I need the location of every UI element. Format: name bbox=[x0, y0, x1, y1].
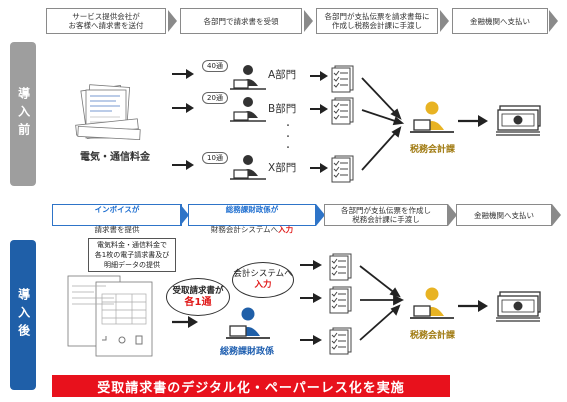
money-icon-after bbox=[496, 291, 541, 322]
after-step-3: 各部門が支払伝票を作成し 税務会計課に手渡し bbox=[324, 204, 448, 226]
tax-section-label-after: 税務会計課 bbox=[410, 331, 456, 341]
badge-count-a: 40通 bbox=[202, 60, 228, 72]
converge-arrows-after bbox=[359, 265, 404, 341]
payment-slip-icon-after-3 bbox=[329, 327, 352, 355]
after-step-2: 総務課財政係が 財務会計システムへ入力 bbox=[188, 204, 316, 234]
department-a-label: A部門 bbox=[268, 69, 297, 81]
arrow-tax-to-money-before bbox=[458, 115, 488, 127]
arrow-a-to-slip bbox=[310, 71, 328, 81]
arrow-b-to-slip bbox=[310, 104, 328, 114]
utility-fee-label: 電気・通信料金 bbox=[80, 152, 150, 163]
before-step-1: サービス提供会社が お客様へ請求書を送付 bbox=[46, 8, 166, 34]
badge-count-b: 20通 bbox=[202, 92, 228, 104]
e-invoice-note: 電気料金・通信料金で 各1枚の電子請求書及び 明細データの提供 bbox=[88, 238, 176, 272]
before-step-3: 各部門が支払伝票を請求書毎に 作成し税務会計課に手渡し bbox=[316, 8, 438, 34]
arrow-to-x bbox=[172, 160, 194, 170]
worker-icon-a bbox=[230, 65, 266, 90]
badge-count-x: 10通 bbox=[202, 152, 228, 164]
payment-slip-icon-a bbox=[331, 65, 354, 93]
tax-section-label-before: 税務会計課 bbox=[410, 145, 456, 155]
after-chevron-2 bbox=[316, 204, 325, 226]
after-step-4: 金融機関へ支払い bbox=[456, 204, 552, 226]
invoice-count-bubble: 受取請求書が 各1通 bbox=[166, 278, 230, 316]
tax-section-worker-icon-after bbox=[410, 287, 454, 319]
after-step-1-prefix: インボイスが bbox=[94, 205, 140, 214]
system-input-bubble: 会計システムへ 入力 bbox=[232, 262, 294, 298]
after-step-2-red: 入力 bbox=[278, 225, 294, 234]
arrow-to-slip-2 bbox=[300, 293, 322, 303]
before-section-label: 導入前 bbox=[10, 42, 36, 186]
worker-icon-b bbox=[230, 97, 266, 122]
after-chevron-3 bbox=[448, 204, 457, 226]
e-invoice-note-text: 電気料金・通信料金で 各1枚の電子請求書及び 明細データの提供 bbox=[94, 241, 170, 269]
arrow-x-to-slip bbox=[310, 163, 328, 173]
arrow-to-slip-3 bbox=[300, 335, 322, 345]
arrow-doc-to-finance bbox=[172, 316, 198, 328]
bubble-right-line1: 会計システムへ bbox=[233, 269, 293, 279]
finance-worker-icon bbox=[226, 307, 270, 339]
after-step-1-suffix: 請求書を提供 bbox=[94, 225, 140, 234]
after-step-2-prefix: 総務課財政係が bbox=[225, 205, 279, 214]
arrow-to-b bbox=[172, 103, 194, 113]
electronic-invoice-icon bbox=[67, 275, 153, 357]
summary-banner: 受取請求書のデジタル化・ペーパーレス化を実施 bbox=[52, 375, 450, 397]
after-step-2-mid: 財務会計システムへ bbox=[210, 225, 279, 234]
tax-section-worker-icon-before bbox=[410, 101, 454, 133]
finance-section-label: 総務課財政係 bbox=[220, 347, 275, 357]
after-section-label: 導入後 bbox=[10, 240, 36, 390]
after-chevron-4 bbox=[552, 204, 561, 226]
bubble-left-line2: 各1通 bbox=[184, 297, 212, 308]
before-chevron-2 bbox=[304, 10, 313, 32]
payment-slip-icon-after-2 bbox=[329, 286, 352, 314]
department-ellipsis: ・ ・ ・ bbox=[284, 121, 292, 152]
before-step-2: 各部門で請求書を受領 bbox=[180, 8, 302, 34]
before-chevron-3 bbox=[440, 10, 449, 32]
arrow-tax-to-money-after bbox=[458, 300, 488, 312]
converge-arrows-before bbox=[361, 77, 405, 171]
after-step-1: インボイスが 請求書を提供 bbox=[52, 204, 182, 234]
money-icon-before bbox=[496, 105, 541, 136]
after-chevron-1 bbox=[180, 204, 189, 226]
payment-slip-icon-x bbox=[331, 155, 354, 183]
department-b-label: B部門 bbox=[268, 103, 297, 115]
worker-icon-x bbox=[230, 155, 266, 180]
payment-slip-icon-after-1 bbox=[329, 253, 352, 281]
invoice-stack-icon bbox=[75, 84, 141, 141]
before-step-4: 金融機関へ支払い bbox=[452, 8, 548, 34]
after-label-text: 導入後 bbox=[16, 288, 31, 342]
department-x-label: X部門 bbox=[268, 162, 297, 174]
bubble-left-line1: 受取請求書が bbox=[172, 286, 224, 296]
arrow-to-slip-1 bbox=[300, 260, 322, 270]
before-label-text: 導入前 bbox=[16, 87, 31, 141]
arrow-to-a bbox=[172, 69, 194, 79]
before-chevron-1 bbox=[168, 10, 177, 32]
before-chevron-4 bbox=[549, 10, 558, 32]
bubble-right-line2: 入力 bbox=[254, 280, 272, 290]
summary-banner-text: 受取請求書のデジタル化・ペーパーレス化を実施 bbox=[97, 380, 405, 396]
payment-slip-icon-b bbox=[331, 97, 354, 125]
